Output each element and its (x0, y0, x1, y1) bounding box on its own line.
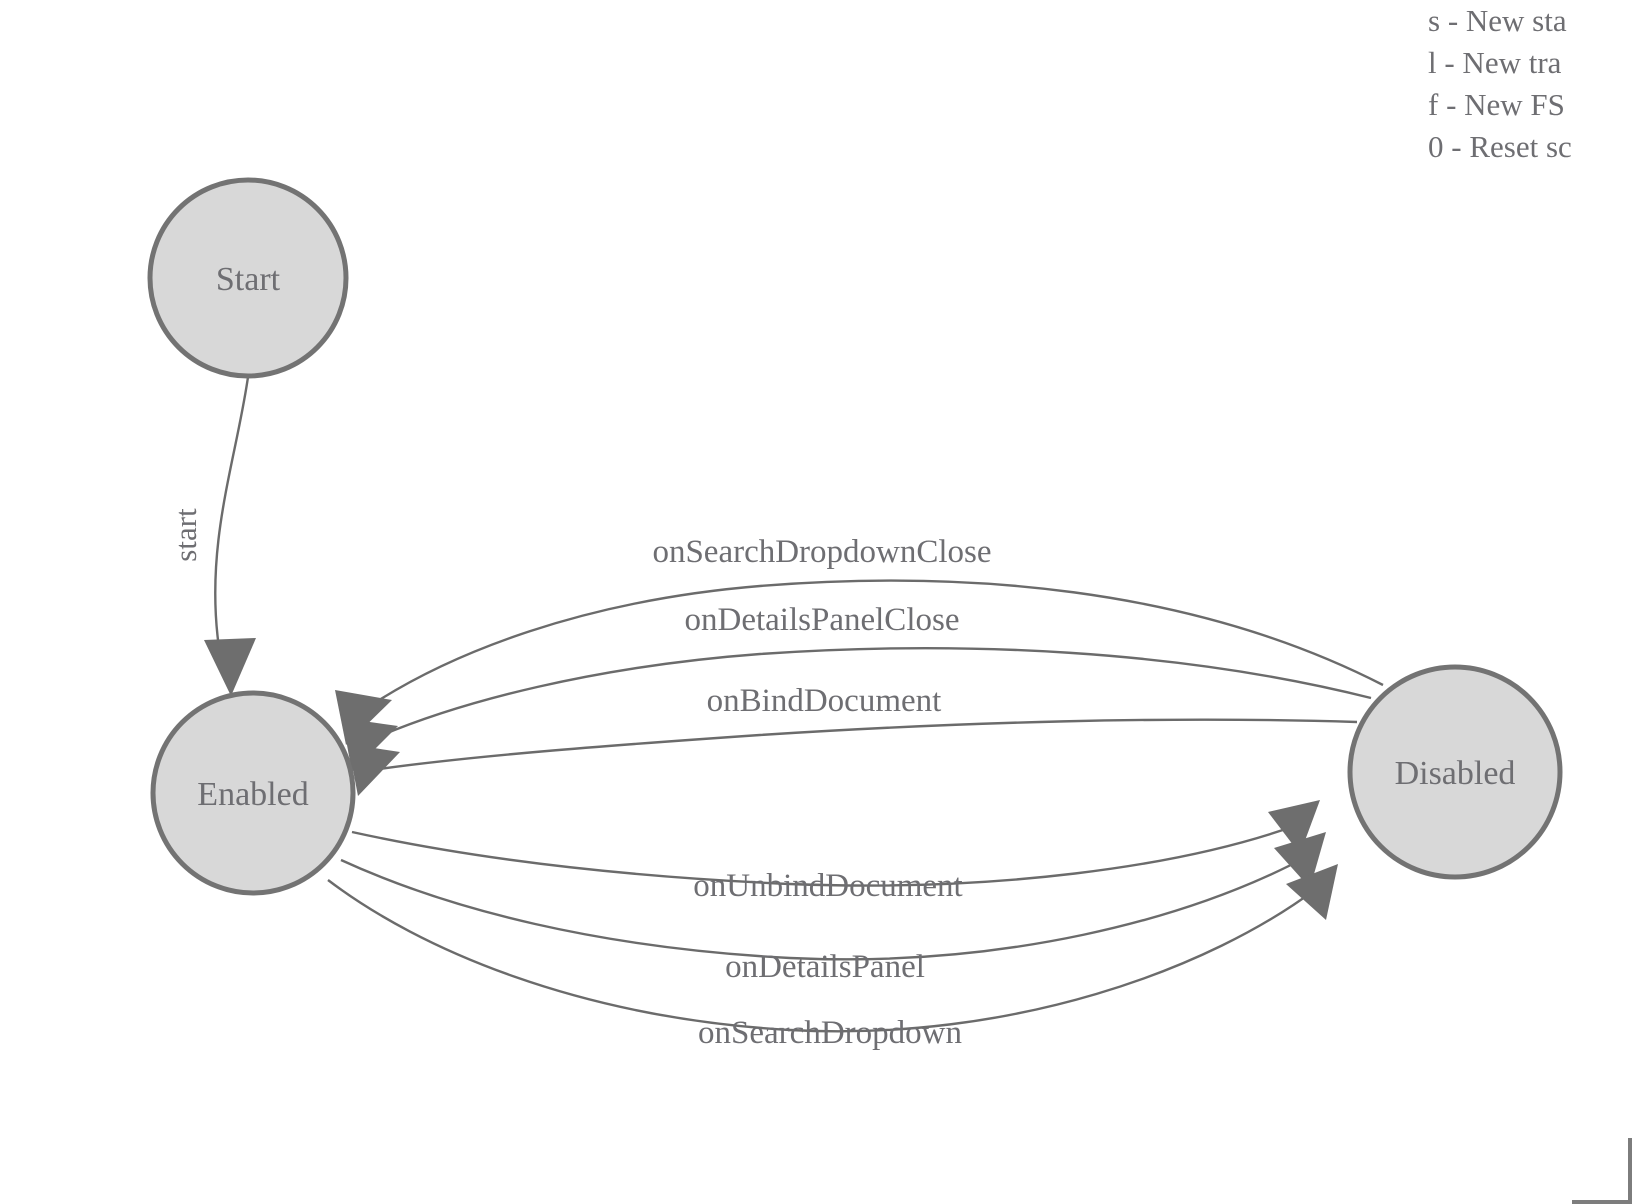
node-start-circle (147, 177, 349, 379)
edge-label-detailspanel: onDetailsPanel (725, 949, 925, 985)
edge-path-start (214, 376, 250, 641)
edge-path-detailspanelclose (365, 646, 1372, 744)
edge-label-start: start (168, 508, 203, 562)
edge-start-to-enabled[interactable] (204, 376, 256, 696)
edge-path-binddocument (371, 718, 1358, 772)
arrow-head-searchdropdown (1286, 864, 1338, 920)
node-disabled[interactable]: Disabled (1347, 664, 1563, 880)
edge-enabled-to-disabled-unbinddocument[interactable] (351, 800, 1320, 887)
edge-label-searchdropdownclose: onSearchDropdownClose (652, 534, 991, 570)
arrow-head-unbinddocument (1268, 800, 1320, 854)
arrow-head-binddocument (348, 744, 400, 796)
arrow-head-start-to-enabled (204, 638, 256, 696)
keyboard-shortcut-legend: s - New sta l - New tra f - New FS 0 - R… (1428, 0, 1632, 168)
edge-label-detailspanelclose: onDetailsPanelClose (685, 602, 960, 638)
node-enabled[interactable]: Enabled (150, 690, 356, 896)
edge-disabled-to-enabled-binddocument[interactable] (348, 718, 1358, 796)
node-start-label: Start (216, 261, 281, 298)
edge-path-searchdropdown (327, 879, 1321, 1033)
legend-line-new-state: s - New sta (1428, 3, 1567, 38)
edge-label-unbinddocument: onUnbindDocument (693, 868, 962, 904)
node-enabled-circle (150, 690, 356, 896)
legend-line-new-transition: l - New tra (1428, 45, 1562, 80)
node-disabled-circle (1347, 664, 1563, 880)
legend-line-new-fsm: f - New FS (1428, 87, 1565, 122)
edge-path-searchdropdownclose (357, 579, 1384, 715)
edge-label-binddocument: onBindDocument (707, 683, 942, 719)
edge-path-unbinddocument (351, 822, 1301, 887)
node-enabled-label: Enabled (197, 776, 308, 813)
panel-frame-corner (1572, 1138, 1632, 1204)
node-start[interactable]: Start (147, 177, 349, 379)
edge-enabled-to-disabled-searchdropdown[interactable] (327, 864, 1338, 1033)
edge-label-searchdropdown: onSearchDropdown (698, 1015, 962, 1051)
edge-path-detailspanel (340, 854, 1309, 961)
legend-line-reset: 0 - Reset sc (1428, 129, 1572, 164)
node-disabled-label: Disabled (1395, 755, 1516, 792)
